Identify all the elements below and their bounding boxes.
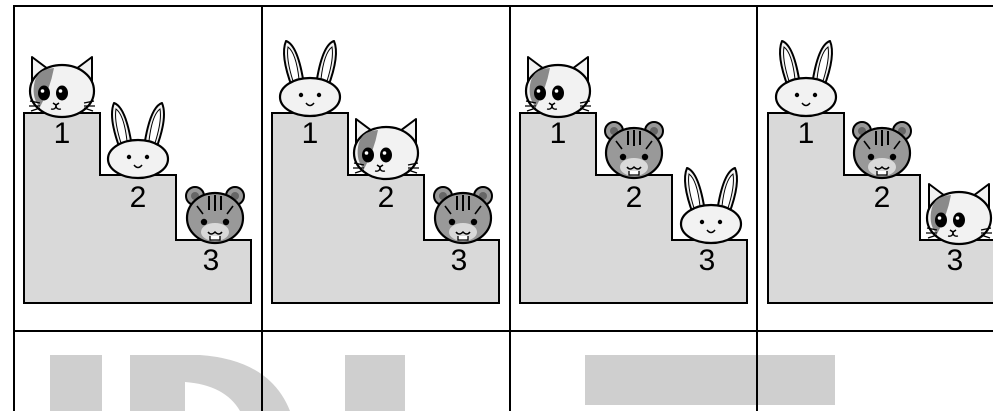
- panels-layer: 1 2 3 1 2 3 1 2 3 1 2 3: [24, 41, 993, 303]
- rabbit-icon: [280, 41, 340, 116]
- rank-label-1: 1: [798, 117, 815, 150]
- hamster-icon: [853, 122, 911, 178]
- stairs-panel: 1 2 3: [768, 41, 993, 303]
- cat-icon: [353, 119, 419, 179]
- rank-label-1: 1: [550, 117, 567, 150]
- hamster-icon: [605, 122, 663, 178]
- rabbit-icon: [681, 168, 741, 243]
- hamster-icon: [434, 187, 492, 243]
- rabbit-icon: [108, 103, 168, 178]
- rank-label-2: 2: [378, 181, 395, 214]
- rabbit-icon: [776, 41, 836, 116]
- rank-label-3: 3: [203, 244, 220, 277]
- cat-icon: [926, 184, 992, 244]
- rank-label-1: 1: [54, 117, 71, 150]
- watermark: [50, 355, 835, 411]
- rank-label-2: 2: [626, 181, 643, 214]
- cat-icon: [29, 57, 95, 117]
- rank-label-3: 3: [947, 244, 964, 277]
- rank-label-2: 2: [874, 181, 891, 214]
- rank-label-1: 1: [302, 117, 319, 150]
- rank-label-3: 3: [451, 244, 468, 277]
- stairs-panel: 1 2 3: [520, 57, 747, 303]
- rank-label-2: 2: [130, 181, 147, 214]
- stairs-panel: 1 2 3: [24, 57, 251, 303]
- rank-label-3: 3: [699, 244, 716, 277]
- stairs-panel: 1 2 3: [272, 41, 499, 303]
- cat-icon: [525, 57, 591, 117]
- hamster-icon: [186, 187, 244, 243]
